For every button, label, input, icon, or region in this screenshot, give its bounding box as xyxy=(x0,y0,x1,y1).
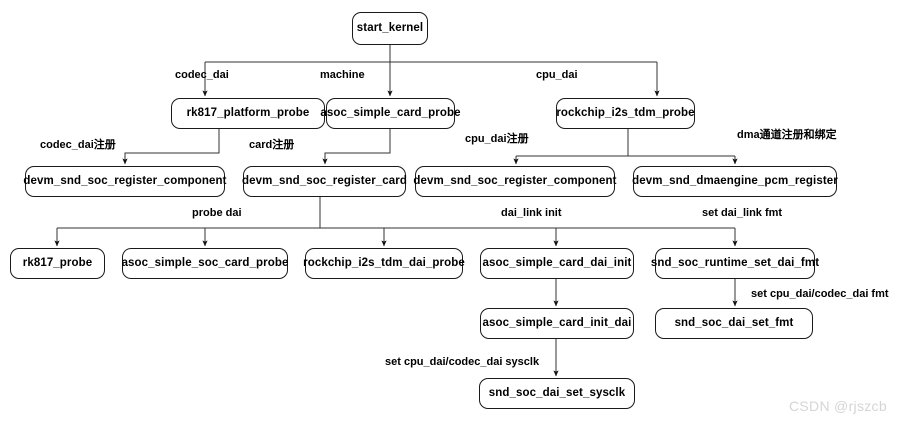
node-devm-snd-soc-register-component-2[interactable]: devm_snd_soc_register_component xyxy=(413,166,616,197)
node-snd-soc-dai-set-sysclk[interactable]: snd_soc_dai_set_sysclk xyxy=(479,378,635,409)
node-rockchip-i2s-tdm-dai-probe[interactable]: rockchip_i2s_tdm_dai_probe xyxy=(303,248,465,279)
edge-label-card-register: card注册 xyxy=(249,139,295,151)
node-snd-soc-dai-set-fmt[interactable]: snd_soc_dai_set_fmt xyxy=(655,308,813,339)
edge-label-set-cpu-codec-dai-sysclk: set cpu_dai/codec_dai sysclk xyxy=(385,356,540,368)
edge-label-cpu-dai-register: cpu_dai注册 xyxy=(465,133,529,145)
node-devm-snd-soc-register-card[interactable]: devm_snd_soc_register_card xyxy=(242,166,407,197)
node-asoc-simple-card-dai-init[interactable]: asoc_simple_card_dai_init xyxy=(480,248,634,279)
edge-label-dma-channel-register: dma通道注册和绑定 xyxy=(737,129,837,141)
node-start-kernel[interactable]: start_kernel xyxy=(352,12,428,45)
edge-label-probe-dai: probe dai xyxy=(192,207,242,219)
node-asoc-simple-card-probe[interactable]: asoc_simple_card_probe xyxy=(320,98,461,129)
edge-label-set-dai-link-fmt: set dai_link fmt xyxy=(702,207,783,219)
edge-label-machine: machine xyxy=(320,69,365,81)
node-asoc-simple-card-init-dai[interactable]: asoc_simple_card_init_dai xyxy=(480,308,634,339)
node-rk817-platform-probe[interactable]: rk817_platform_probe xyxy=(171,98,325,129)
node-devm-snd-soc-register-component-1[interactable]: devm_snd_soc_register_component xyxy=(23,166,226,197)
edge-card-register xyxy=(322,129,391,165)
edge-label-cpu-dai: cpu_dai xyxy=(536,69,578,81)
node-rk817-probe[interactable]: rk817_probe xyxy=(10,248,105,279)
edge-label-codec-dai-register: codec_dai注册 xyxy=(40,139,116,151)
node-snd-soc-runtime-set-dai-fmt[interactable]: snd_soc_runtime_set_dai_fmt xyxy=(651,248,819,279)
edge-label-dai-link-init: dai_link init xyxy=(501,207,562,219)
watermark: CSDN @rjszcb xyxy=(789,398,887,414)
node-rockchip-i2s-tdm-probe[interactable]: rockchip_i2s_tdm_probe xyxy=(556,98,695,129)
node-asoc-simple-soc-card-probe[interactable]: asoc_simple_soc_card_probe xyxy=(122,248,288,279)
node-devm-snd-dmaengine-pcm-register[interactable]: devm_snd_dmaengine_pcm_register xyxy=(632,166,838,197)
edge-label-codec-dai: codec_dai xyxy=(175,69,229,81)
edge-label-set-cpu-codec-dai-fmt: set cpu_dai/codec_dai fmt xyxy=(751,288,889,300)
edge-codec-dai-register xyxy=(122,129,220,165)
